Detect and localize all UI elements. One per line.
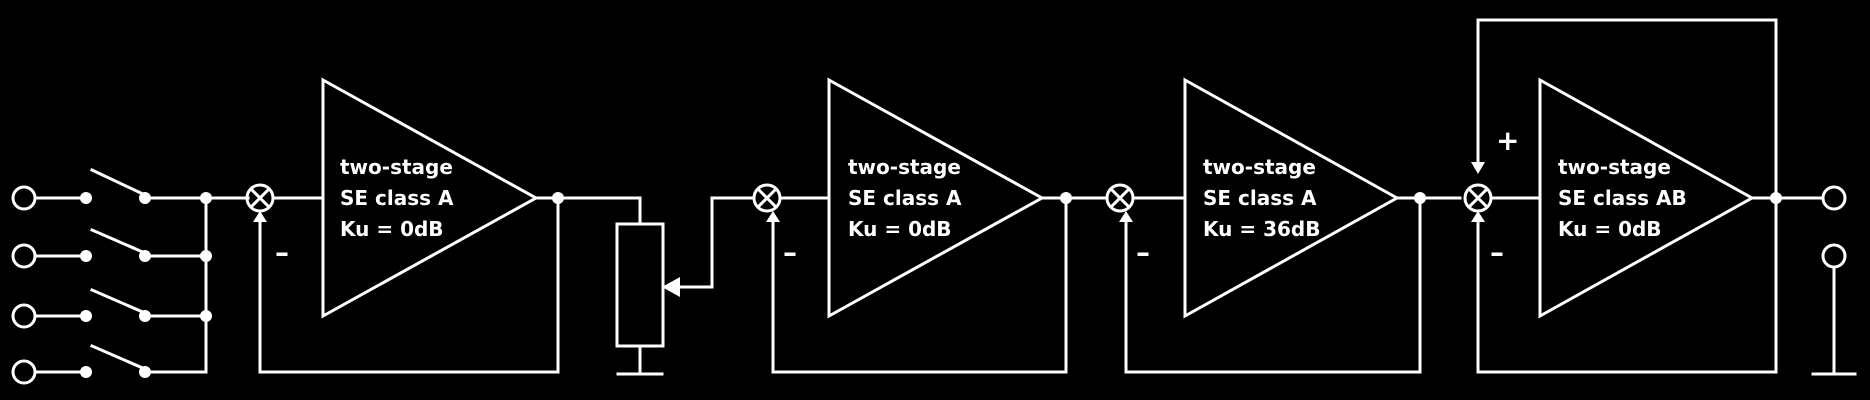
feedback-arrow-1: [253, 211, 267, 222]
sign-plus: +: [1496, 124, 1519, 157]
sign-minus-3: –: [1136, 236, 1150, 269]
stage-4: two-stage SE class AB Ku = 0dB + –: [1463, 18, 1824, 374]
positive-feedback-loop: [1476, 18, 1778, 200]
feedback-loop-1: [258, 196, 560, 374]
summing-junction-1: [245, 183, 275, 213]
amplifier-1: [321, 77, 540, 319]
stage-1: two-stage SE class A Ku = 0dB –: [245, 77, 642, 374]
input-terminal-4[interactable]: [11, 359, 37, 385]
feedback-arrow-2: [766, 211, 780, 222]
summing-junction-4: [1463, 183, 1493, 213]
amp-2-line1: two-stage: [848, 155, 961, 179]
feedback-loop-2: [771, 196, 1068, 374]
volume-potentiometer[interactable]: [615, 196, 754, 376]
amp-4-line3: Ku = 0dB: [1558, 217, 1662, 241]
input-2[interactable]: [32, 228, 208, 262]
amp-1-line2: SE class A: [340, 186, 454, 210]
feedback-loop-3: [1124, 196, 1422, 374]
input-terminal-3[interactable]: [11, 303, 37, 329]
sign-minus-2: –: [783, 236, 797, 269]
amp-3-line2: SE class A: [1203, 186, 1317, 210]
feedback-loop-4: [1476, 196, 1778, 374]
sign-minus-4: –: [1490, 236, 1504, 269]
amp-2-line3: Ku = 0dB: [848, 217, 952, 241]
amp-1-line3: Ku = 0dB: [340, 217, 444, 241]
amp-4-line2: SE class AB: [1558, 186, 1687, 210]
amp-3-line1: two-stage: [1203, 155, 1316, 179]
amp-1-line1: two-stage: [340, 155, 453, 179]
feedback-arrow-3: [1119, 211, 1133, 222]
wiper-line: [678, 196, 754, 289]
amplifier-2: [827, 77, 1046, 319]
positive-feedback-arrow: [1471, 162, 1485, 174]
stage-2: two-stage SE class A Ku = 0dB –: [752, 77, 1109, 374]
amp-4-line1: two-stage: [1558, 155, 1671, 179]
input-4[interactable]: [32, 344, 208, 378]
summing-junction-3: [1105, 183, 1135, 213]
output-ground-terminal[interactable]: [1821, 243, 1847, 269]
input-terminal-1[interactable]: [11, 185, 37, 211]
summing-junction-2: [752, 183, 782, 213]
amplifier-3: [1183, 77, 1401, 319]
sign-minus-1: –: [275, 236, 289, 269]
feedback-arrow-4: [1471, 211, 1485, 222]
amp-2-line2: SE class A: [848, 186, 962, 210]
input-terminal-2[interactable]: [11, 243, 37, 269]
stage-3: two-stage SE class A Ku = 36dB –: [1105, 77, 1462, 374]
input-3[interactable]: [32, 288, 208, 322]
input-selector: [11, 168, 250, 385]
output-terminal[interactable]: [1821, 185, 1847, 211]
input-1[interactable]: [32, 168, 210, 204]
amplifier-4: [1538, 77, 1756, 319]
wiper-arrow: [662, 277, 680, 297]
output: [1811, 185, 1857, 376]
amp-3-line3: Ku = 36dB: [1203, 217, 1320, 241]
